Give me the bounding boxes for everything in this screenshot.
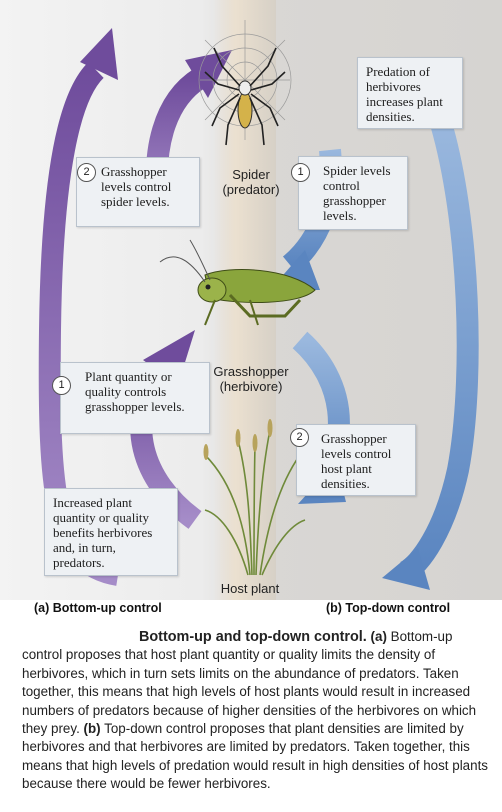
- caption-a-marker: (a): [370, 629, 387, 644]
- caption-b-text: Top-down control proposes that plant den…: [22, 721, 488, 792]
- caption-a-text: Bottom-up control proposes that host pla…: [22, 629, 477, 737]
- top-down-step2-number: 2: [290, 428, 309, 447]
- top-down-step2-box: Grasshopper levels control host plant de…: [296, 424, 416, 496]
- top-down-result-box: Predation of herbivores increases plant …: [357, 57, 463, 129]
- bottom-up-step2-text: Grasshopper levels control spider levels…: [101, 164, 172, 209]
- top-down-heading: (b) Top-down control: [326, 601, 451, 615]
- bottom-up-result-box: Increased plant quantity or quality bene…: [44, 488, 178, 576]
- bottom-up-result-text: Increased plant quantity or quality bene…: [53, 495, 153, 570]
- bottom-up-heading: (a) Bottom-up control: [34, 601, 162, 615]
- bottom-up-step2-box: Grasshopper levels control spider levels…: [76, 157, 200, 227]
- top-down-step1-number: 1: [291, 163, 310, 182]
- grasshopper-label: Grasshopper (herbivore): [213, 364, 289, 394]
- caption-title: Bottom-up and top-down control.: [139, 629, 367, 645]
- host-plant-illustration: [203, 419, 306, 576]
- top-down-step1-box: Spider levels control grasshopper levels…: [298, 156, 408, 230]
- bottom-up-step1-text: Plant quantity or quality controls grass…: [85, 369, 185, 414]
- host-plant-label: Host plant: [220, 581, 280, 596]
- figure-caption: Bottom-up and top-down control. (a) Bott…: [22, 628, 494, 794]
- bottom-up-outer-arrowhead: [80, 28, 118, 80]
- top-down-outer-arrow: [399, 116, 479, 582]
- spider-body: [204, 47, 286, 146]
- top-down-step2-text: Grasshopper levels control host plant de…: [321, 431, 392, 491]
- food-chain-diagram: Spider (predator) Grasshopper (herbivore…: [0, 0, 502, 615]
- bottom-up-step1-box: Plant quantity or quality controls grass…: [60, 362, 210, 434]
- top-down-outer-arrowhead: [382, 548, 430, 590]
- top-down-result-text: Predation of herbivores increases plant …: [366, 64, 443, 124]
- top-down-step1-text: Spider levels control grasshopper levels…: [323, 163, 391, 223]
- bottom-up-step2-number: 2: [77, 163, 96, 182]
- caption-b-marker: (b): [83, 721, 101, 737]
- grasshopper-illustration: [159, 239, 316, 326]
- spider-label: Spider (predator): [222, 167, 280, 197]
- bottom-up-step1-number: 1: [52, 376, 71, 395]
